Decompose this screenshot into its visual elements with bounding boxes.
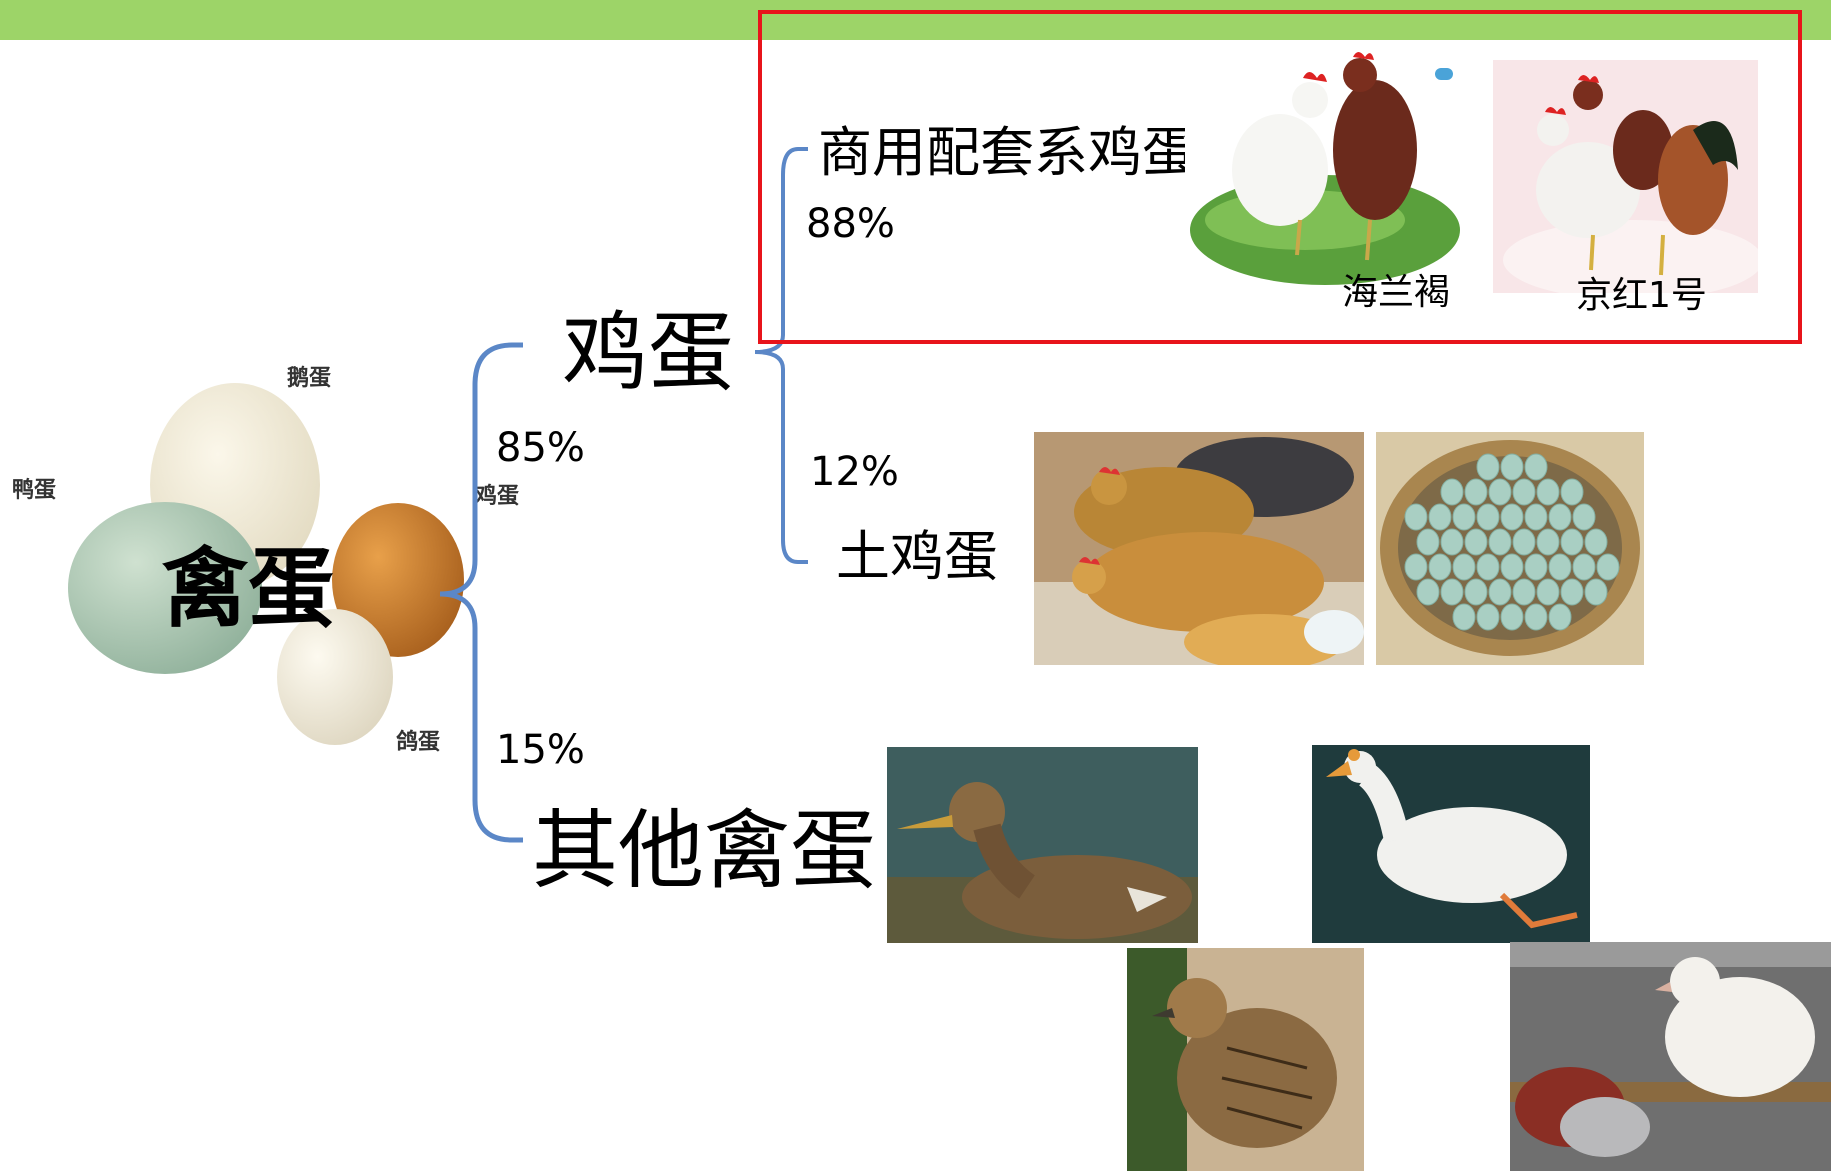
- chicken-egg-branch-label: 鸡蛋: [562, 303, 734, 403]
- duck-egg-label: 鸭蛋: [12, 478, 57, 503]
- green-eggs-basket-photo: [1376, 432, 1644, 665]
- pigeon-photo: [1510, 942, 1831, 1171]
- hyline-brown-caption: 海兰褐: [1342, 272, 1451, 313]
- chicken-share: 85%: [496, 425, 585, 471]
- native-share: 12%: [810, 449, 899, 495]
- chicken-egg: [332, 503, 464, 657]
- commercial-share: 88%: [806, 201, 895, 247]
- other-egg-branch-label: 其他禽蛋: [532, 801, 876, 901]
- commercial-highlight-box: [758, 10, 1802, 344]
- pigeon-egg-label: 鸽蛋: [396, 730, 441, 755]
- egg-cluster-image: [68, 383, 464, 745]
- native-egg-label: 土鸡蛋: [836, 525, 998, 588]
- duck-egg: [68, 502, 262, 674]
- main-bracket: [439, 342, 523, 843]
- native-hens-photo: [1034, 432, 1364, 665]
- root-label: 禽蛋: [162, 539, 334, 639]
- commercial-egg-label: 商用配套系鸡蛋: [818, 121, 1196, 184]
- header-bar: [0, 0, 1831, 40]
- goose-photo: [1312, 745, 1590, 943]
- chicken-bracket: [754, 147, 808, 564]
- chicken-egg-label: 鸡蛋: [475, 484, 520, 509]
- jinghong-photo: [1493, 60, 1758, 293]
- duck-photo: [887, 747, 1198, 943]
- quail-photo: [1127, 948, 1364, 1171]
- other-share: 15%: [496, 727, 585, 773]
- hyline-brown-photo: [1185, 40, 1465, 290]
- goose-egg-label: 鹅蛋: [287, 366, 332, 391]
- jinghong-caption: 京红1号: [1576, 275, 1707, 316]
- pigeon-egg: [277, 609, 393, 745]
